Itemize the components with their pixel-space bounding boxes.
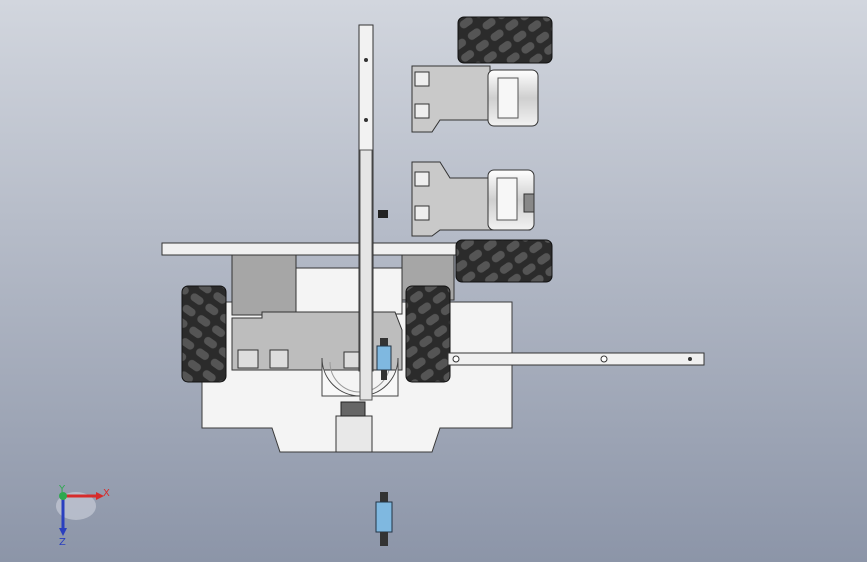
axis-label-z: Z	[59, 537, 66, 548]
small-fastener	[378, 210, 388, 218]
mast-hole	[364, 58, 368, 62]
motor-shaft	[523, 193, 535, 213]
arm-pivot	[452, 355, 460, 363]
motor-can	[497, 77, 519, 119]
bracket-clip	[414, 71, 430, 87]
connector-block	[269, 349, 289, 369]
center-gearbox	[295, 267, 403, 315]
frame-side-grey	[231, 254, 297, 316]
front-cross-rail[interactable]	[161, 242, 461, 256]
shock-absorber-mounted[interactable]	[376, 338, 392, 380]
exploded-wheel-module-upper[interactable]	[411, 16, 553, 133]
mast-hole	[364, 118, 368, 122]
inner-slide-rail	[359, 149, 373, 401]
rear-motor-block[interactable]	[335, 415, 373, 453]
connector-block	[237, 349, 259, 369]
arm-hole	[688, 357, 692, 361]
mecanum-wheel-front-right[interactable]	[455, 239, 553, 283]
orientation-triad-icon[interactable]: X Y Z	[56, 484, 110, 548]
mecanum-wheel[interactable]	[457, 16, 553, 64]
bracket-clip	[414, 171, 430, 187]
motor-can	[496, 177, 518, 221]
mecanum-wheel-left[interactable]	[181, 285, 227, 383]
axis-label-x: X	[103, 488, 110, 499]
arm-pivot	[600, 355, 608, 363]
rear-motor-shaft	[340, 401, 366, 417]
shock-absorber-loose[interactable]	[375, 492, 393, 546]
mecanum-wheel-right[interactable]	[405, 285, 451, 383]
bracket-clip	[414, 103, 430, 119]
axis-label-y: Y	[58, 484, 66, 495]
exploded-wheel-module-lower[interactable]	[378, 161, 535, 237]
horizontal-extension-arm[interactable]	[447, 352, 705, 366]
bracket-clip	[414, 205, 430, 221]
